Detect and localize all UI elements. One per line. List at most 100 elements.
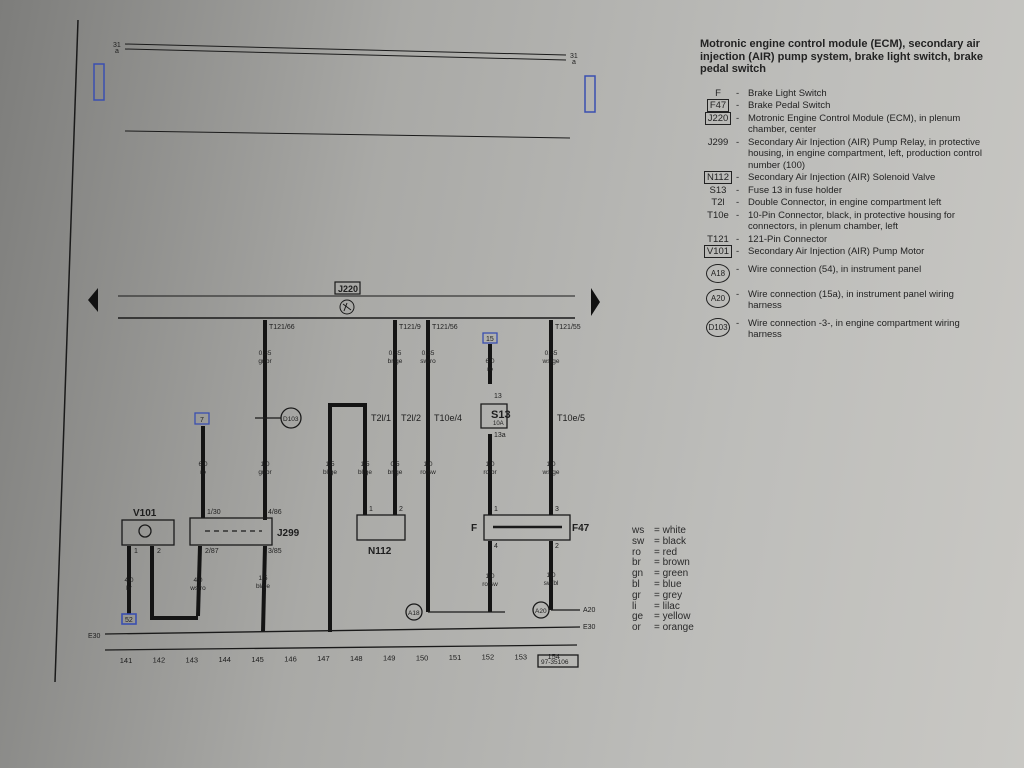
color-code-item: gr= grey bbox=[632, 589, 683, 601]
pin-label: T2l/2 bbox=[401, 413, 421, 423]
legend-code: S13 bbox=[709, 184, 727, 196]
legend-description: Wire connection -3-, in engine compartme… bbox=[748, 317, 960, 341]
legend-description: Wire connection (15a), in instrument pan… bbox=[748, 288, 954, 312]
splice-d103-label: D103 bbox=[283, 416, 299, 423]
legend-code: D103 bbox=[706, 317, 730, 337]
pin-label: 1 bbox=[134, 548, 138, 555]
track-number: 148 bbox=[350, 654, 363, 663]
arrow-right-icon[interactable] bbox=[591, 288, 600, 316]
color-name: green bbox=[662, 568, 689, 580]
pin-label: 3 bbox=[555, 506, 559, 513]
legend-item: F47-Brake Pedal Switch bbox=[700, 99, 990, 112]
pin-label: T121/9 bbox=[399, 324, 421, 331]
color-abbrev: sw bbox=[632, 535, 645, 547]
track-number: 145 bbox=[251, 655, 264, 664]
terminal-15-label: 15 bbox=[486, 336, 494, 343]
wire-gauge-label: 1,0 bbox=[546, 572, 555, 579]
terminal-52-box bbox=[121, 613, 137, 625]
wire-color-label: ro/sw bbox=[420, 469, 436, 476]
color-name: blue bbox=[662, 578, 682, 590]
track-number: 153 bbox=[515, 652, 528, 661]
fuse-rating: 10A bbox=[493, 421, 504, 427]
fuse-out-label: 13a bbox=[494, 432, 506, 439]
color-name: red bbox=[662, 546, 678, 558]
color-name: white bbox=[662, 525, 686, 536]
wire-color-label: ro/br bbox=[483, 469, 497, 476]
a20-label-right: A20 bbox=[583, 607, 596, 614]
legend-code: F bbox=[715, 87, 721, 99]
color-abbrev: li bbox=[632, 600, 637, 612]
legend-description: Brake Pedal Switch bbox=[748, 100, 831, 111]
legend-code: V101 bbox=[703, 245, 733, 258]
track-number: 150 bbox=[416, 653, 429, 662]
wire-color-label: bl/ge bbox=[358, 469, 372, 476]
label-a-left: a bbox=[115, 48, 119, 55]
ecm-label: J220 bbox=[338, 284, 358, 294]
legend-code: A18 bbox=[706, 263, 730, 283]
legend-code: F47 bbox=[706, 99, 730, 112]
color-code-item: sw= black bbox=[632, 535, 686, 547]
color-code-item: or= orange bbox=[632, 622, 694, 634]
color-name: yellow bbox=[662, 611, 691, 623]
color-name: orange bbox=[662, 622, 694, 634]
legend-description: Fuse 13 in fuse holder bbox=[748, 184, 843, 196]
splice-a18 bbox=[405, 603, 423, 621]
splice-a18-label: A18 bbox=[408, 610, 420, 617]
pin-label: T10e/4 bbox=[434, 413, 462, 423]
track-baseline bbox=[104, 644, 578, 651]
pin-label: 2/87 bbox=[205, 548, 219, 555]
wire-gauge-label: 1,0 bbox=[485, 461, 494, 468]
wire-gauge-label: 1,0 bbox=[485, 573, 494, 580]
brake-switch-box bbox=[483, 514, 571, 541]
color-abbrev: or bbox=[632, 622, 641, 634]
legend-description: Wire connection (54), in instrument pane… bbox=[748, 263, 922, 275]
wire-gauge-label: 1,5 bbox=[258, 575, 267, 582]
pin-label: T121/66 bbox=[269, 324, 295, 331]
pin-label: 2 bbox=[399, 506, 403, 513]
wire-gauge-label: 0,5 bbox=[390, 461, 399, 468]
v101-box bbox=[121, 519, 175, 546]
pin-label: 4 bbox=[494, 543, 498, 550]
legend-description: 121-Pin Connector bbox=[748, 233, 828, 245]
valve-label: N112 bbox=[368, 546, 392, 557]
fuse-in-label: 13 bbox=[494, 393, 502, 400]
wire-color-label: ws/ro bbox=[189, 585, 206, 592]
color-abbrev: ge bbox=[632, 611, 644, 623]
color-abbrev: br bbox=[632, 557, 641, 569]
legend-code: J220 bbox=[704, 111, 732, 125]
terminal-7-box bbox=[194, 412, 210, 425]
fuse-label: S13 bbox=[491, 409, 511, 421]
legend-code: A20 bbox=[706, 288, 730, 308]
legend-item: T2l-Double Connector, in engine compartm… bbox=[711, 197, 942, 208]
terminal-a-line bbox=[124, 48, 567, 61]
legend-item: J299-Secondary Air Injection (AIR) Pump … bbox=[700, 137, 990, 172]
wire-color-label: br/ge bbox=[388, 469, 403, 476]
legend-description: Brake Light Switch bbox=[748, 87, 827, 99]
terminal-15-box bbox=[482, 332, 498, 344]
track-number: 152 bbox=[482, 653, 495, 662]
relay-label: J299 bbox=[277, 528, 300, 539]
color-name: black bbox=[662, 535, 686, 547]
e30-rail bbox=[104, 626, 581, 635]
legend-item: V101-Secondary Air Injection (AIR) Pump … bbox=[700, 245, 990, 258]
diagram-title: Motronic engine control module (ECM), se… bbox=[700, 38, 984, 75]
pin-label: T121/55 bbox=[555, 324, 581, 331]
wire-color-label: ws/ge bbox=[542, 358, 560, 365]
pin-label: 1 bbox=[369, 506, 373, 513]
legend-item: A18-Wire connection (54), in instrument … bbox=[700, 263, 990, 283]
pin-label: T121/56 bbox=[432, 324, 458, 331]
wire-gauge-label: 1,0 bbox=[546, 461, 555, 468]
j299-box bbox=[189, 517, 273, 546]
wire-gauge-label: 1,0 bbox=[260, 461, 269, 468]
arrow-left-icon[interactable] bbox=[88, 288, 98, 312]
color-name: brown bbox=[662, 557, 690, 569]
wire-color-label: br/ge bbox=[388, 358, 403, 365]
fuse-s13-box bbox=[480, 403, 508, 429]
legend-code: T121 bbox=[707, 233, 729, 245]
color-abbrev: gn bbox=[632, 568, 644, 580]
legend-code: T10e bbox=[707, 209, 729, 221]
page-border-line bbox=[54, 19, 79, 683]
reference-number: 97-35106 bbox=[541, 659, 569, 666]
legend-item: F-Brake Light Switch bbox=[715, 87, 827, 99]
